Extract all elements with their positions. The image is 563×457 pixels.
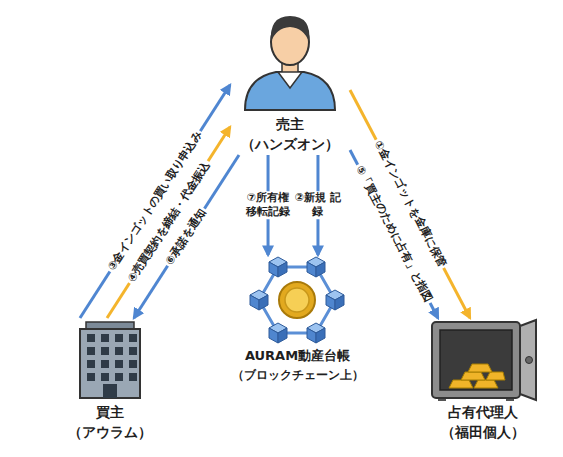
gold-coin: [279, 282, 315, 318]
block-cube: [250, 290, 268, 310]
chain-links: [259, 267, 335, 333]
custodian-node: 占有代理人 （福田個人）: [415, 318, 550, 443]
ledger-node: AURAM動産台帳 （ブロックチェーン上）: [220, 255, 375, 385]
flow-arrow: [107, 127, 230, 318]
gold-bar: [449, 380, 473, 388]
person-icon: [245, 16, 335, 110]
block-cube: [307, 323, 325, 343]
step-label: ⑦所有権 移転記録: [242, 191, 293, 219]
gold-bar: [474, 380, 498, 388]
gold-bar: [461, 372, 485, 380]
blockchain-icon: [250, 257, 344, 343]
flow-arrow: [134, 155, 239, 318]
person-body: [245, 72, 335, 110]
vault-body: [432, 322, 520, 398]
gold-coin-face: [285, 288, 309, 312]
node-subtitle: （福田個人）: [441, 424, 525, 442]
building-door: [103, 384, 117, 398]
step-label: ②新規 記録: [292, 191, 343, 219]
block-cube: [307, 257, 325, 277]
flow-arrow: [350, 90, 470, 318]
gold-bar: [468, 364, 492, 372]
vault-icon: [432, 320, 536, 401]
node-title: 売主: [276, 116, 304, 134]
building-body: [80, 329, 140, 398]
gold-bars: [449, 364, 505, 388]
seller-node: 売主 （ハンズオン）: [230, 5, 350, 155]
gold-bar: [486, 372, 505, 380]
node-subtitle: （ブロックチェーン上）: [232, 368, 364, 383]
block-cube: [269, 323, 287, 343]
person-hair: [271, 16, 310, 42]
vault-door: [520, 320, 536, 400]
buyer-node: 買主 （アウラム）: [55, 318, 165, 443]
block-cube: [269, 257, 287, 277]
building-windows: [84, 332, 140, 384]
vault-interior: [440, 330, 512, 390]
person-collar: [278, 72, 302, 88]
node-subtitle: （ハンズオン）: [241, 136, 339, 154]
building-icon: [80, 322, 140, 398]
block-cube: [326, 290, 344, 310]
node-title: 買主: [96, 404, 124, 422]
node-title: 占有代理人: [448, 404, 518, 422]
node-subtitle: （アウラム）: [68, 424, 152, 442]
vault-handle: [526, 357, 533, 364]
node-title: AURAM動産台帳: [245, 348, 350, 364]
